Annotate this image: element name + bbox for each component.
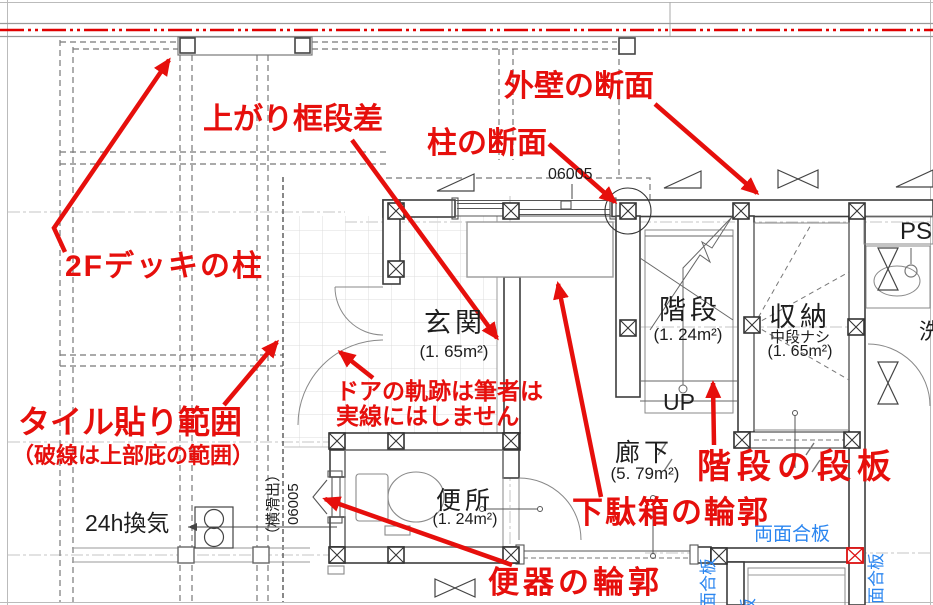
- annotation-door-note-line1: ドアの軌跡は筆者は: [336, 378, 543, 404]
- deck-post: [179, 37, 196, 54]
- deck-beam: [177, 36, 636, 56]
- deck-post: [618, 37, 636, 55]
- label-up: UP: [663, 389, 695, 415]
- arrow-agarikamachi-step: [350, 138, 499, 341]
- vent-fan: [188, 506, 337, 549]
- annotation-shoe-cabinet: 下駄箱の輪郭: [572, 495, 770, 530]
- label-plywood-vertical-right: 両面合板: [867, 553, 886, 605]
- annotation-door-note-line2: 実線にはしません: [336, 403, 520, 429]
- wall-bowtie: [877, 247, 899, 291]
- annotation-arrows: [51, 57, 760, 568]
- arrow-shoe-cabinet: [553, 281, 604, 498]
- room-label-shuno: 収納: [769, 302, 831, 332]
- washroom-door: [867, 343, 931, 407]
- annotation-deck-pillar: 2Fデッキの柱: [65, 250, 265, 283]
- window-side: [312, 470, 343, 524]
- ps-shaft: [863, 215, 933, 245]
- room-label-genkan: 玄関: [424, 308, 486, 338]
- fixture-leaders: [479, 410, 798, 559]
- highlighted-pillar: [846, 547, 864, 564]
- deck-dashed-lines: [59, 40, 651, 602]
- arrow-toilet: [322, 496, 513, 568]
- room-label-roka: 廊下: [614, 439, 673, 467]
- room-label-benjo: 便所: [435, 487, 494, 515]
- annotation-outer-wall-section: 外壁の断面: [504, 70, 654, 103]
- annotation-tile-area: タイル貼り範囲: [18, 404, 243, 440]
- deck-post: [294, 37, 311, 54]
- corridor-sliding-door: [327, 544, 699, 575]
- closet-swing-rays: [753, 222, 850, 381]
- arrow-tile-area: [222, 339, 279, 407]
- shoe-cabinet: [466, 221, 614, 278]
- room-area-genkan: (1. 65m²): [419, 342, 489, 361]
- vent-bowtie: [434, 578, 476, 598]
- label-plywood-vertical-mid: 両面合板: [739, 598, 758, 605]
- label-window-side-type: （横滑出）: [265, 466, 282, 542]
- arrow-deck-pillar: [51, 57, 171, 253]
- annotation-stair-tread: 階段の段板: [697, 448, 897, 486]
- label-plywood-vertical-left: 両面合板: [699, 558, 718, 605]
- window-top: [451, 184, 617, 220]
- label-window-side-code: 06005: [285, 483, 302, 525]
- room-area-benjo: (1. 24m²): [432, 511, 498, 528]
- washbasin-counter: [865, 245, 931, 309]
- room-area-roka: (5. 79m²): [610, 464, 680, 483]
- vent-triangle: [663, 170, 702, 189]
- site-boundary: [0, 22, 933, 38]
- room-note-shuno: 中段ナシ: [769, 329, 830, 346]
- wall-bowtie: [877, 361, 899, 405]
- vent-leader-arrowhead: [188, 523, 197, 531]
- room-label-kaidan: 階段: [659, 295, 721, 325]
- arrow-stair-tread: [705, 380, 722, 446]
- annotation-toilet-outline: 便器の輪郭: [488, 565, 663, 600]
- washbasin-bowl: [873, 265, 921, 297]
- annotation-agarikamachi-step: 上がり框段差: [203, 103, 383, 136]
- label-ps: PS: [900, 218, 933, 245]
- entrance-door: [297, 286, 384, 426]
- label-plywood-horizontal: 両面合板: [754, 524, 831, 545]
- arrow-door-note: [337, 350, 375, 380]
- pillar-highlight-circle: [604, 187, 652, 235]
- deck-lower-band: [72, 546, 310, 564]
- arrow-pillar-section: [547, 142, 618, 204]
- vent-triangle: [436, 173, 475, 192]
- stairs: [639, 211, 738, 402]
- room-area-shuno: (1. 65m²): [767, 343, 833, 360]
- arrow-outer-wall-section: [653, 102, 760, 195]
- label-vent: 24h換気: [85, 510, 170, 536]
- room-area-kaidan: (1. 24m²): [653, 325, 723, 344]
- vent-triangle: [895, 169, 933, 188]
- annotation-pillar-section: 柱の断面: [427, 127, 547, 160]
- annotation-tile-area-note: （破線は上部庇の範囲）: [12, 443, 255, 468]
- closet-jamb-ticks: [657, 442, 821, 473]
- washbasin-faucet: [904, 248, 918, 278]
- vent-bowtie: [777, 169, 819, 189]
- label-window-top-code: 06005: [548, 166, 593, 183]
- label-washroom-partial: 洗: [919, 319, 933, 344]
